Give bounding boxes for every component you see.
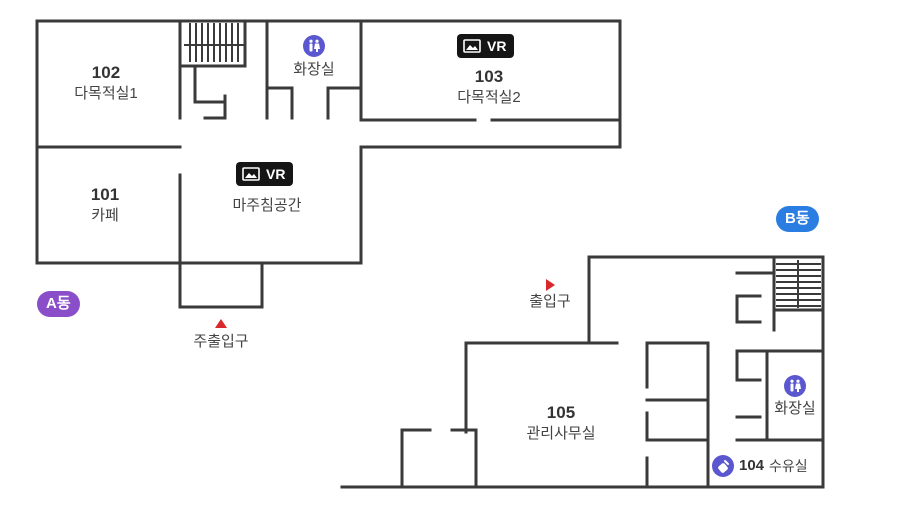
room-105-name: 관리사무실 xyxy=(526,425,596,442)
room-104-label[interactable]: 104 수유실 xyxy=(712,455,808,477)
room-105-label[interactable]: 105 관리사무실 xyxy=(526,402,595,444)
room-103-vr-badge[interactable]: VR xyxy=(457,34,515,58)
main-entrance-marker-icon xyxy=(215,319,227,328)
room-101-label[interactable]: 101 카페 xyxy=(91,184,119,226)
room-104-name: 수유실 xyxy=(769,458,808,474)
stairs-a xyxy=(184,23,244,62)
room-102-label[interactable]: 102 다목적실1 xyxy=(74,62,138,104)
room-104-number: 104 xyxy=(739,457,765,474)
restroom-a-name: 화장실 xyxy=(293,61,335,78)
stairs-b xyxy=(776,260,821,308)
room-102-name: 다목적실1 xyxy=(74,85,138,102)
b-entrance-marker-icon xyxy=(546,279,555,291)
room-105-number: 105 xyxy=(546,403,576,422)
lounge-vr-badge[interactable]: VR xyxy=(236,162,294,186)
baby-bottle-icon xyxy=(712,455,734,477)
room-103-number: 103 xyxy=(474,67,504,86)
room-101-name: 카페 xyxy=(91,207,119,224)
b-entrance-label[interactable]: 출입구 xyxy=(529,293,571,310)
wing-b-badge[interactable]: B동 xyxy=(776,206,819,232)
room-103-label[interactable]: 103 다목적실2 xyxy=(457,66,521,108)
image-icon xyxy=(463,39,481,53)
room-101-number: 101 xyxy=(90,185,120,204)
lounge-vr-text: VR xyxy=(266,166,286,182)
restroom-icon xyxy=(784,375,806,397)
restroom-icon xyxy=(303,35,325,57)
main-entrance-label[interactable]: 주출입구 xyxy=(193,333,249,350)
room-103-name: 다목적실2 xyxy=(457,89,521,106)
image-icon xyxy=(242,167,260,181)
room-103-vr-text: VR xyxy=(487,38,507,54)
restroom-b-name: 화장실 xyxy=(774,400,816,417)
lounge-name: 마주침공간 xyxy=(232,197,302,214)
room-102-number: 102 xyxy=(91,63,121,82)
wing-a-badge[interactable]: A동 xyxy=(37,291,80,317)
